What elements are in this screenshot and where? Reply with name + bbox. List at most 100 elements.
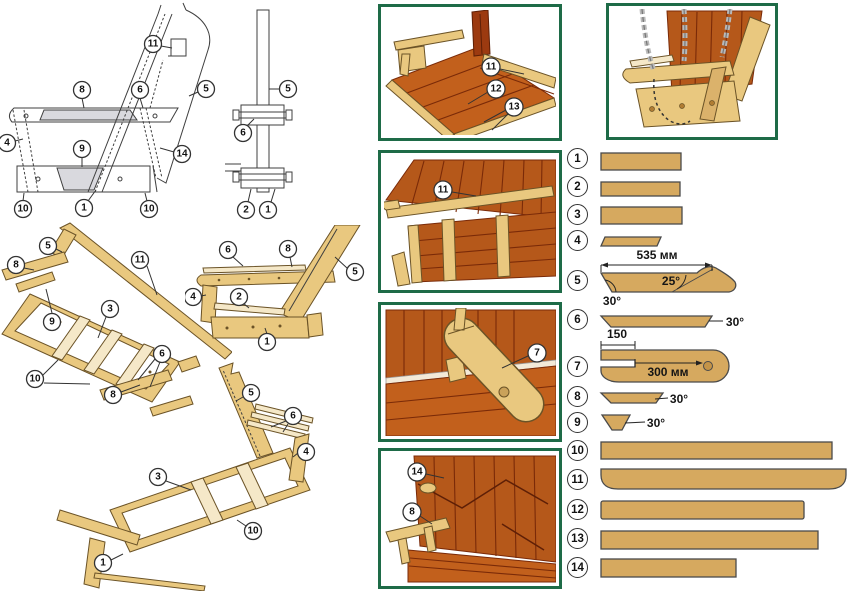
svg-text:5: 5 — [203, 84, 209, 95]
dim-535: 535 мм — [636, 248, 677, 262]
dim-300: 300 мм — [647, 365, 688, 379]
callout: 8 — [103, 385, 123, 405]
part-shape-1 — [600, 152, 682, 171]
svg-text:6: 6 — [225, 245, 231, 256]
part-shape-12 — [600, 500, 805, 520]
part-shape-11 — [600, 468, 847, 490]
dim-150: 150 — [607, 327, 627, 341]
svg-text:8: 8 — [285, 244, 291, 255]
callout: 6 — [130, 80, 150, 100]
svg-text:10: 10 — [17, 204, 29, 215]
callout: 10 — [139, 199, 159, 219]
svg-text:2: 2 — [236, 292, 242, 303]
svg-text:10: 10 — [29, 374, 41, 385]
svg-text:11: 11 — [438, 185, 449, 196]
callout: 5 — [241, 383, 261, 403]
callout: 11 — [143, 34, 163, 54]
svg-text:6: 6 — [290, 411, 296, 422]
part-number-5: 5 — [567, 270, 588, 291]
callout: 14 — [172, 144, 192, 164]
callout: 5 — [38, 236, 58, 256]
callout: 8 — [6, 255, 26, 275]
dim-30-left: 30° — [603, 294, 621, 308]
part-number-14: 14 — [567, 557, 588, 578]
callout: 13 — [504, 97, 524, 117]
callout: 11 — [130, 250, 150, 270]
callout: 12 — [486, 79, 506, 99]
svg-text:8: 8 — [110, 390, 116, 401]
svg-text:5: 5 — [352, 267, 358, 278]
svg-text:7: 7 — [534, 348, 540, 359]
part-shape-7 — [600, 349, 730, 383]
side-assembly-drawing: 6 8 5 4 2 1 — [185, 225, 365, 352]
svg-text:5: 5 — [45, 241, 51, 252]
part-shape-14 — [600, 558, 737, 578]
callout: 1 — [257, 332, 277, 352]
svg-text:14: 14 — [411, 467, 423, 478]
callout: 10 — [13, 199, 33, 219]
dim-30-p6: 30° — [726, 315, 744, 329]
inset-back-panel: 11 — [378, 150, 562, 293]
callout: 2 — [236, 200, 256, 220]
part-number-11: 11 — [567, 469, 588, 490]
part-number-13: 13 — [567, 528, 588, 549]
part-number-8: 8 — [567, 386, 588, 407]
part-number-10: 10 — [567, 440, 588, 461]
part-shape-4 — [599, 236, 663, 247]
svg-text:8: 8 — [409, 507, 415, 518]
svg-text:9: 9 — [49, 317, 55, 328]
callout: 3 — [148, 467, 168, 487]
callout: 8 — [402, 502, 422, 522]
svg-text:3: 3 — [107, 304, 113, 315]
callout: 11 — [433, 180, 453, 200]
part-shape-3 — [600, 206, 683, 225]
part-number-6: 6 — [567, 309, 588, 330]
part-number-9: 9 — [567, 412, 588, 433]
part-number-7: 7 — [567, 356, 588, 377]
part-shape-8 — [599, 392, 665, 404]
part-shape-13 — [600, 530, 819, 550]
callout: 11 — [481, 57, 501, 77]
svg-text:1: 1 — [81, 203, 87, 214]
inset-back-view: 14 8 — [378, 448, 562, 589]
inset-armrest: 7 — [378, 302, 562, 442]
part-shape-9 — [600, 414, 632, 431]
svg-text:9: 9 — [79, 144, 85, 155]
callout: 10 — [25, 369, 45, 389]
callout: 8 — [72, 80, 92, 100]
part-shape-6 — [599, 315, 714, 328]
callout: 14 — [407, 462, 427, 482]
part-number-12: 12 — [567, 499, 588, 520]
callout: 6 — [152, 344, 172, 364]
svg-text:1: 1 — [264, 337, 270, 348]
part-number-1: 1 — [567, 148, 588, 169]
callout: 6 — [218, 240, 238, 260]
callout: 1 — [93, 553, 113, 573]
svg-text:8: 8 — [13, 260, 19, 271]
callout: 3 — [100, 299, 120, 319]
base-3d-drawing: 5 6 4 3 10 1 — [56, 362, 316, 591]
svg-text:11: 11 — [135, 255, 146, 266]
inset-seat-corner: 11 12 13 — [378, 4, 562, 141]
dim-25: 25° — [662, 274, 680, 288]
part-number-4: 4 — [567, 230, 588, 251]
callout: 4 — [185, 287, 203, 307]
callout: 8 — [278, 239, 298, 259]
svg-text:4: 4 — [4, 138, 10, 149]
parts-shapes: 535 мм 25° 30° 30° 150 300 мм 30° 30° — [599, 152, 847, 578]
side-view-drawing: 11 8 6 5 4 9 14 10 1 10 — [0, 2, 216, 219]
svg-text:6: 6 — [137, 85, 143, 96]
svg-text:10: 10 — [143, 204, 155, 215]
callout: 4 — [0, 133, 17, 153]
callout: 6 — [233, 123, 253, 143]
inset-swing-chains — [606, 3, 778, 140]
svg-text:4: 4 — [190, 292, 196, 303]
svg-text:2: 2 — [243, 205, 249, 216]
callout: 9 — [72, 139, 92, 159]
svg-text:6: 6 — [159, 349, 165, 360]
callout: 1 — [258, 200, 278, 220]
svg-text:10: 10 — [247, 526, 259, 537]
frame-3d-drawing: 5 8 11 3 9 6 10 8 — [1, 222, 232, 417]
svg-text:13: 13 — [508, 102, 520, 113]
